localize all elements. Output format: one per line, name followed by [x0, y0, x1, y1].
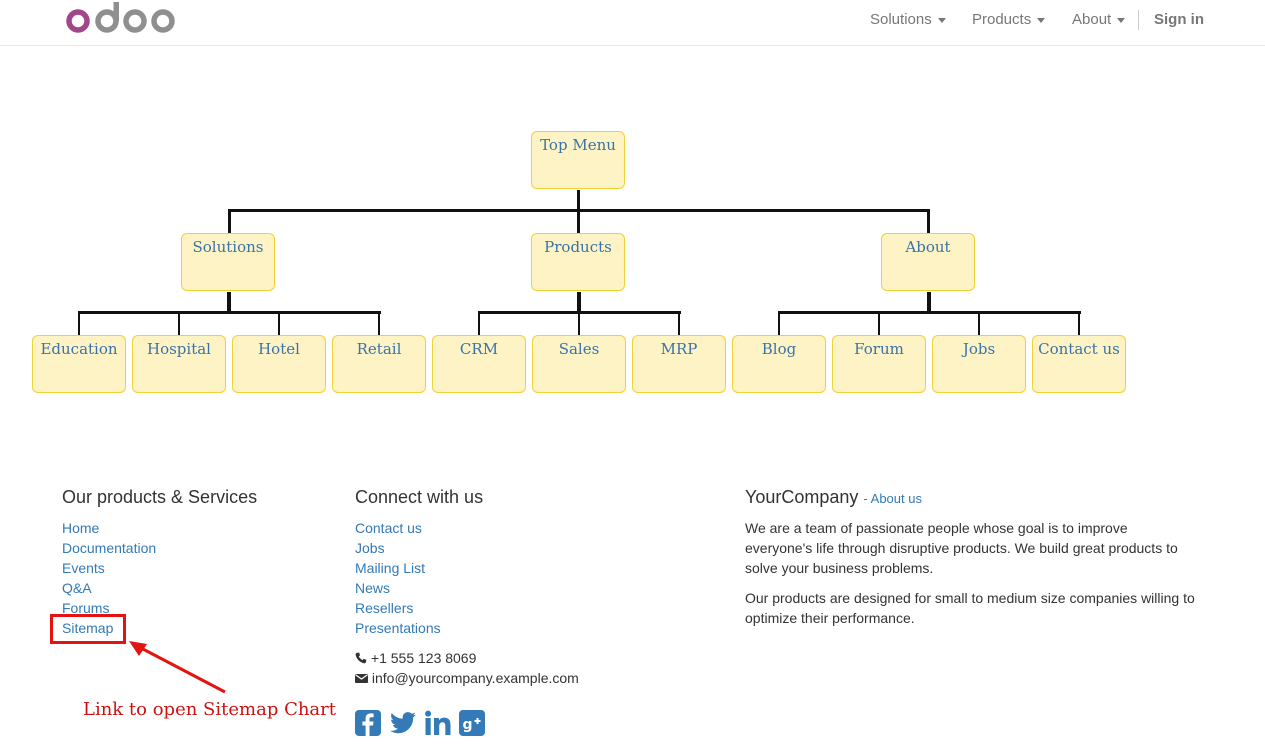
- connector-crm-drop: [478, 311, 480, 335]
- company-description-1: We are a team of passionate people whose…: [745, 520, 1178, 576]
- sitemap-node-jobs[interactable]: Jobs: [932, 335, 1026, 393]
- annotation-caption: Link to open Sitemap Chart: [83, 699, 337, 720]
- footer-link-jobs[interactable]: Jobs: [355, 540, 385, 556]
- footer-link-mailing-list[interactable]: Mailing List: [355, 560, 426, 576]
- connector-forum-drop: [878, 311, 880, 335]
- sitemap-chart: Top Menu Solutions Products About Educat…: [0, 120, 1265, 410]
- sign-in-link[interactable]: Sign in: [1154, 11, 1204, 28]
- envelope-icon: [355, 674, 368, 683]
- caret-down-icon: [1117, 17, 1126, 23]
- connector-about-drop: [927, 209, 930, 233]
- connector-products-drop: [577, 209, 580, 233]
- sitemap-node-mrp[interactable]: MRP: [632, 335, 726, 393]
- svg-text:g: g: [463, 717, 473, 733]
- connector-contact-drop: [1078, 311, 1080, 335]
- footer-products-title: Our products & Services: [62, 487, 258, 507]
- linkedin-icon[interactable]: [425, 710, 451, 736]
- company-description-2: Our products are designed for small to m…: [745, 590, 1195, 626]
- footer-link-resellers[interactable]: Resellers: [355, 600, 414, 616]
- sitemap-node-forum[interactable]: Forum: [832, 335, 926, 393]
- connector-sales-drop: [578, 311, 580, 335]
- connector-solutions-bar: [78, 311, 381, 314]
- footer-link-home[interactable]: Home: [62, 520, 100, 536]
- footer-link-documentation[interactable]: Documentation: [62, 540, 157, 556]
- nav-products-label: Products: [972, 11, 1032, 28]
- nav-about-menu[interactable]: About: [1072, 11, 1126, 29]
- nav-solutions-menu[interactable]: Solutions: [870, 11, 946, 29]
- sitemap-node-about[interactable]: About: [881, 233, 975, 291]
- sitemap-node-contact-us[interactable]: Contact us: [1032, 335, 1126, 393]
- sitemap-node-top-menu[interactable]: Top Menu: [531, 131, 625, 189]
- sitemap-node-blog[interactable]: Blog: [732, 335, 826, 393]
- sitemap-node-education[interactable]: Education: [32, 335, 126, 393]
- sitemap-node-sales[interactable]: Sales: [532, 335, 626, 393]
- connector-hospital-drop: [178, 311, 180, 335]
- nav-about-label: About: [1072, 11, 1112, 28]
- connector-root-down: [577, 190, 580, 210]
- connector-education-drop: [78, 311, 80, 335]
- company-name: YourCompany: [745, 487, 859, 507]
- footer-link-events[interactable]: Events: [62, 560, 105, 576]
- facebook-icon[interactable]: [355, 710, 381, 736]
- footer-link-contact-us[interactable]: Contact us: [355, 520, 422, 536]
- twitter-icon[interactable]: [389, 710, 417, 736]
- sitemap-node-products[interactable]: Products: [531, 233, 625, 291]
- annotation-highlight-box: [50, 614, 126, 644]
- nav-products-menu[interactable]: Products: [972, 11, 1046, 29]
- footer-phone-text: +1 555 123 8069: [370, 650, 477, 666]
- connector-blog-drop: [778, 311, 780, 335]
- connector-retail-drop: [378, 311, 380, 335]
- footer-link-sitemap[interactable]: Sitemap: [62, 620, 114, 636]
- sitemap-node-hospital[interactable]: Hospital: [132, 335, 226, 393]
- connector-solutions-drop: [228, 209, 231, 233]
- caret-down-icon: [1037, 17, 1046, 23]
- sitemap-node-retail[interactable]: Retail: [332, 335, 426, 393]
- footer-link-news[interactable]: News: [355, 580, 391, 596]
- sitemap-node-solutions[interactable]: Solutions: [181, 233, 275, 291]
- footer-link-presentations[interactable]: Presentations: [355, 620, 441, 636]
- connector-solutions-down: [227, 292, 231, 312]
- nav-divider: [1138, 10, 1139, 30]
- connector-products-down: [577, 292, 581, 312]
- sitemap-node-crm[interactable]: CRM: [432, 335, 526, 393]
- top-navbar: Solutions Products About Sign in: [0, 0, 1265, 46]
- footer-email: info@yourcompany.example.com: [355, 670, 579, 686]
- connector-about-bar: [778, 311, 1081, 314]
- about-us-link[interactable]: - About us: [863, 491, 922, 506]
- google-plus-icon[interactable]: g: [459, 710, 485, 736]
- footer-connect-title: Connect with us: [355, 487, 484, 507]
- footer-company-title: YourCompany - About us: [745, 487, 922, 508]
- connector-mrp-drop: [678, 311, 680, 335]
- phone-icon: [355, 652, 367, 664]
- annotation-arrow-icon: [129, 641, 226, 694]
- odoo-logo[interactable]: [64, 0, 176, 40]
- connector-about-down: [927, 292, 931, 312]
- footer-phone: +1 555 123 8069: [355, 650, 476, 666]
- nav-solutions-label: Solutions: [870, 11, 932, 28]
- footer-email-text[interactable]: info@yourcompany.example.com: [371, 670, 579, 686]
- connector-hotel-drop: [278, 311, 280, 335]
- footer-link-qa[interactable]: Q&A: [62, 580, 92, 596]
- connector-jobs-drop: [978, 311, 980, 335]
- sitemap-node-hotel[interactable]: Hotel: [232, 335, 326, 393]
- caret-down-icon: [937, 17, 946, 23]
- footer-link-forums[interactable]: Forums: [62, 600, 110, 616]
